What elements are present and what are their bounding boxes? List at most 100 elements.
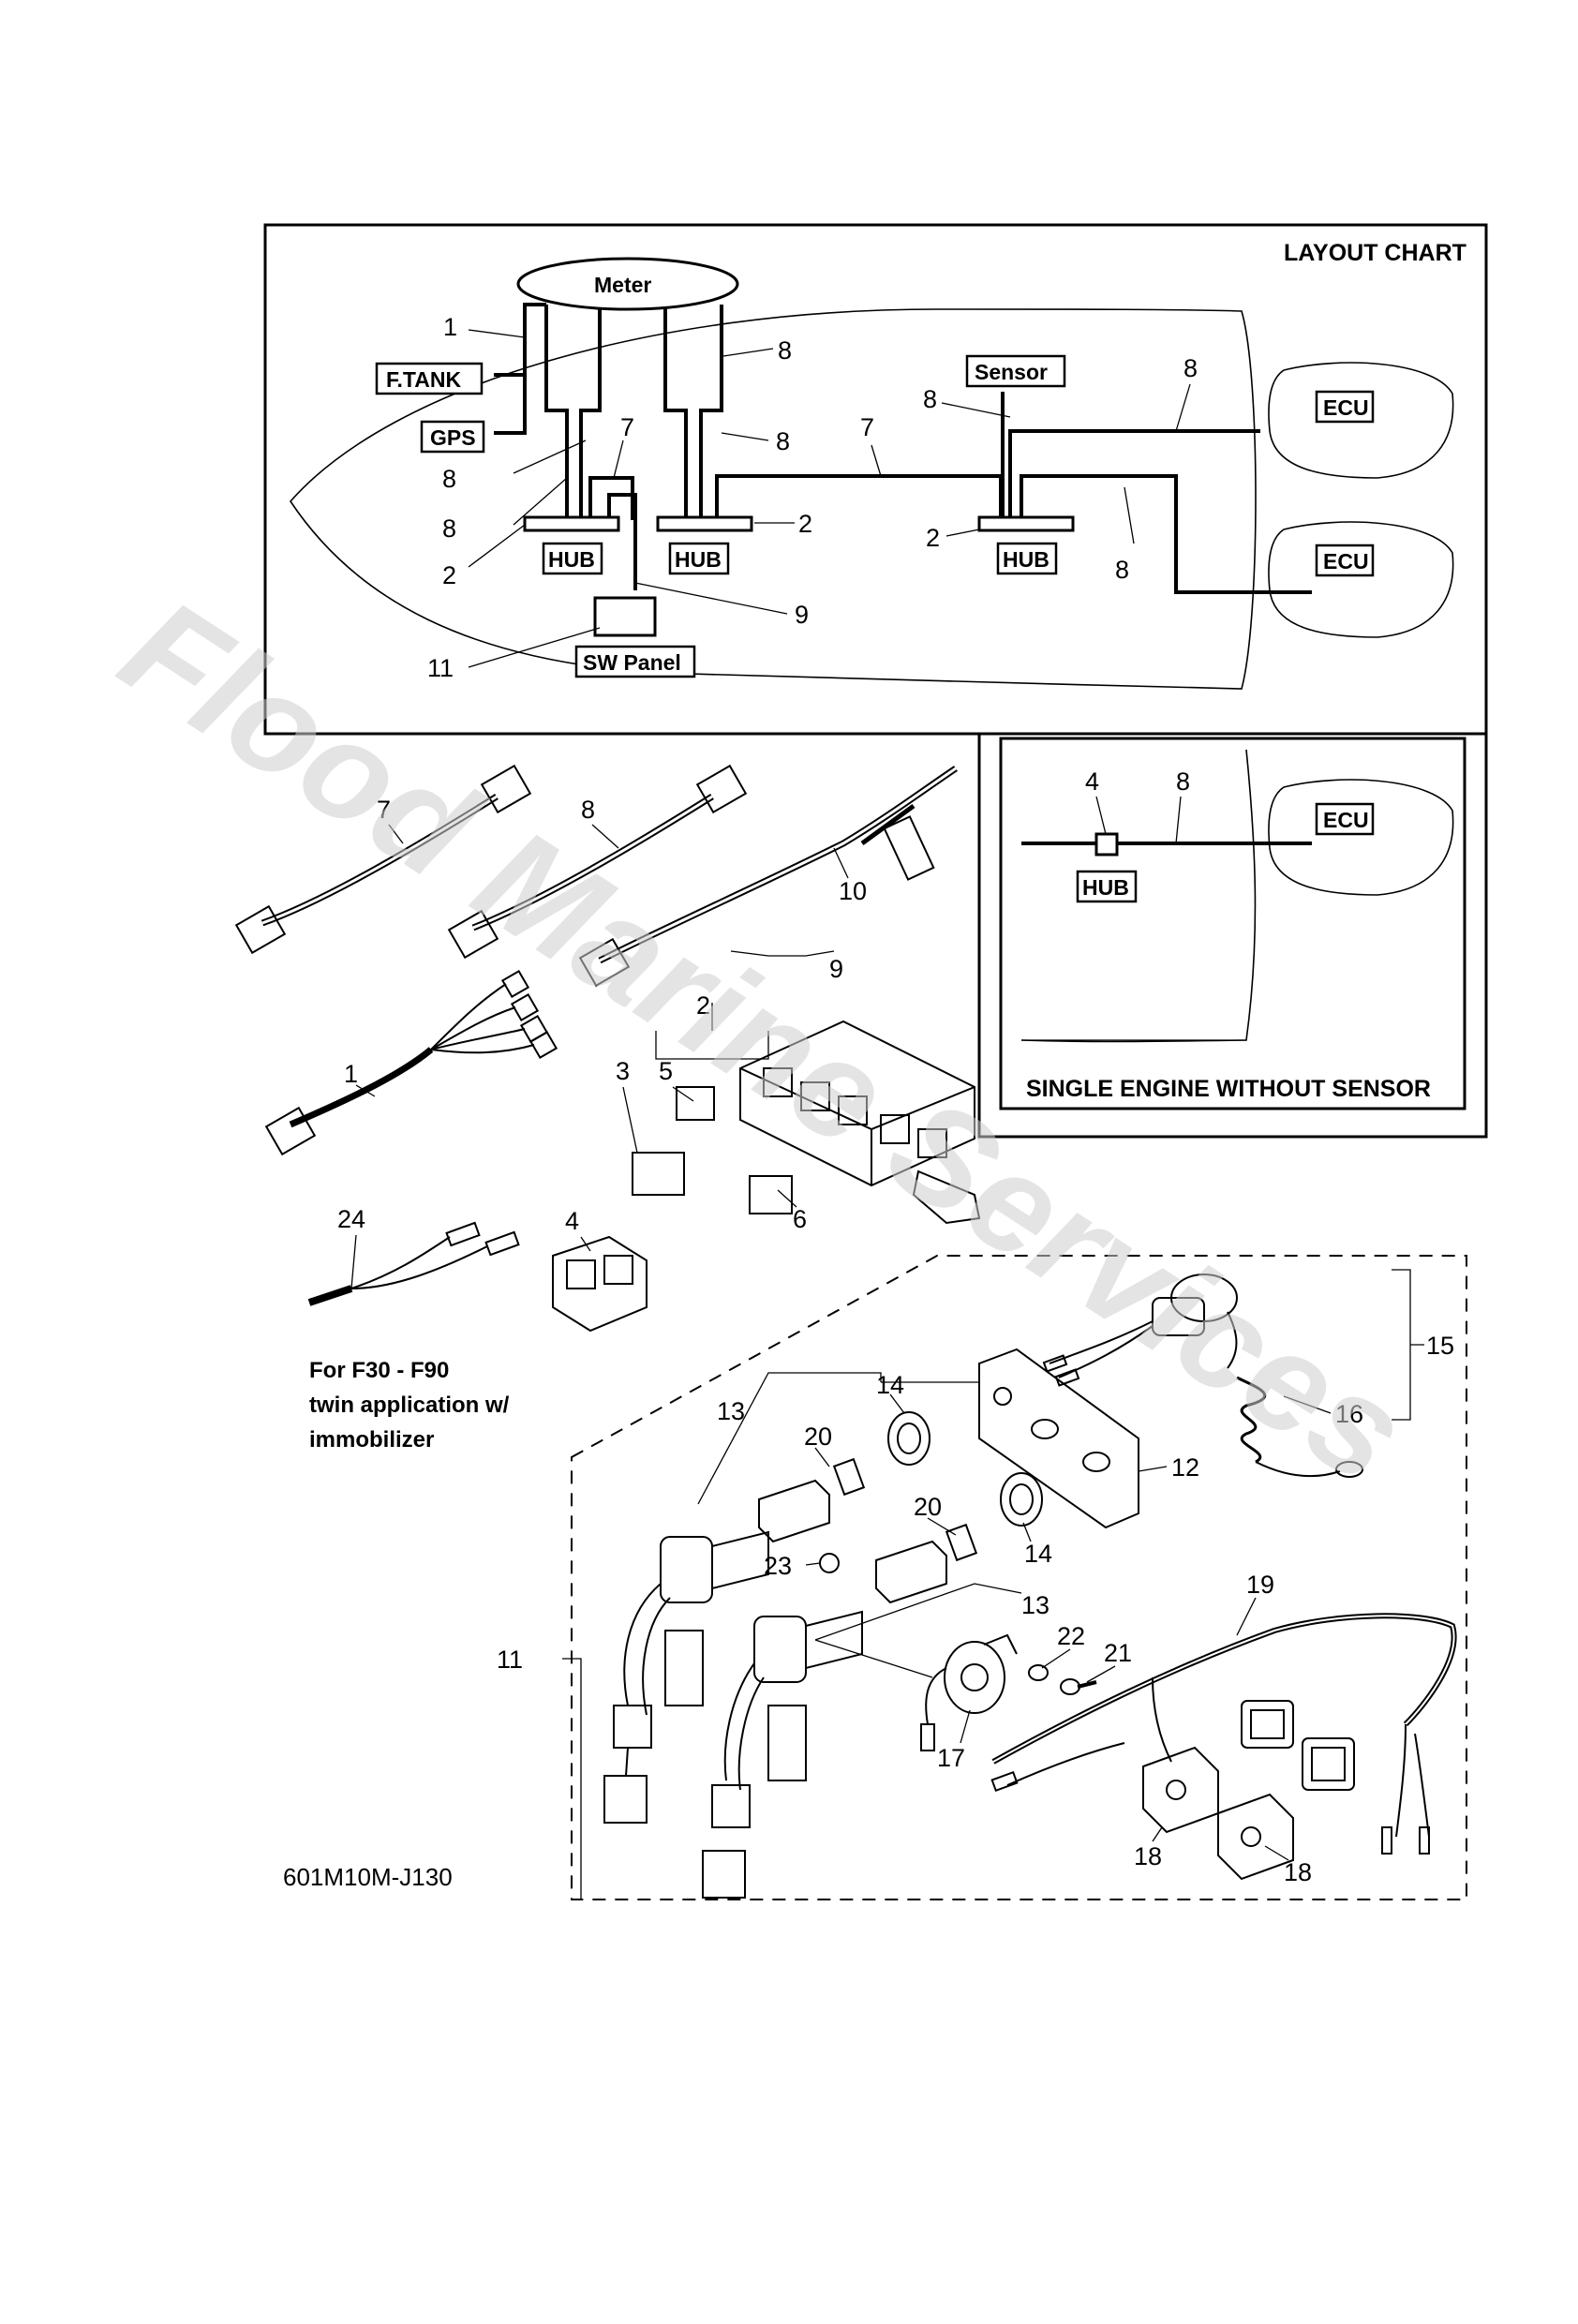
part-callout-9: 9 [829,955,843,983]
switch-assembly-upper [603,1530,769,1824]
lanyard-16 [1236,1376,1363,1478]
callout-8-f: 8 [1184,354,1198,382]
part-callout-5: 5 [659,1057,673,1085]
part-callout-10: 10 [839,877,867,905]
harness-8 [447,764,748,960]
parts-illustrations [234,764,1467,1900]
part-callout-14-b: 14 [1024,1540,1052,1568]
switch-assembly-lower [702,1610,863,1899]
part-callout-2: 2 [696,991,710,1020]
single-engine-ecu-box [1315,802,1375,836]
part-callout-13-a: 13 [717,1397,745,1425]
layout-chart-frame [263,223,1488,736]
part-callout-16: 16 [1335,1400,1363,1428]
part-callout-4: 4 [565,1207,579,1235]
dashed-group-frame [571,1255,1467,1900]
nut-23 [819,1553,840,1573]
sw-panel-small-box [593,596,657,637]
screw-21 [1060,1678,1097,1695]
single-engine-title: SINGLE ENGINE WITHOUT SENSOR [1026,1076,1431,1102]
meter-label: Meter [594,273,651,297]
single-engine-callout-4: 4 [1085,767,1099,796]
callout-8-c: 8 [442,514,456,543]
layout-chart-title: LAYOUT CHART [1284,240,1466,266]
hub-box-right [996,542,1058,575]
meter-ellipse [516,257,739,311]
single-engine-hull-edge [1020,749,1257,1043]
single-engine-callout-8: 8 [1176,767,1190,796]
relay-18-b [1217,1793,1294,1881]
ecu-box-lower [1315,544,1375,577]
sw-panel-box [574,645,696,678]
part-callout-18-b: 18 [1284,1858,1312,1886]
part-callout-14-a: 14 [876,1371,904,1399]
hub-bar-left [523,515,620,532]
ecu-label-lower: ECU [1323,549,1369,574]
cable-24 [307,1221,520,1306]
part-callout-24: 24 [337,1205,365,1233]
hub-box-center [668,542,730,575]
note-line-1: For F30 - F90 [309,1358,449,1383]
sensor-box [965,354,1066,388]
gps-label: GPS [430,425,476,450]
single-engine-ecu-label: ECU [1323,808,1369,832]
key-switch-15 [1042,1274,1238,1387]
hub-assembly-2 [739,1020,981,1225]
layout-chart: LAYOUT CHART Meter F.T [263,223,1488,736]
part-callout-17: 17 [937,1744,965,1772]
buzzer-17 [920,1633,1018,1751]
single-engine-hub-square [1094,832,1119,857]
panel-12 [978,1348,1139,1529]
wiring-lines [494,303,1312,594]
callout-2-a: 2 [442,561,456,589]
ftank-label: F.TANK [386,367,461,392]
sensor-label: Sensor [975,360,1048,384]
part-callout-8: 8 [581,796,595,824]
hub-bar-center [656,515,753,532]
part-callout-7: 7 [377,796,391,824]
part-callout-21: 21 [1104,1639,1132,1667]
callout-11: 11 [427,654,454,682]
ring-14-upper [887,1411,930,1466]
application-note: For F30 - F90 twin application w/ immobi… [309,1358,510,1452]
callout-leaders [468,329,1191,668]
callout-8-e: 8 [923,385,937,413]
engine-outline-lower [1268,521,1454,638]
engine-outline-upper [1268,362,1454,479]
harness-7 [234,764,532,955]
single-engine-outline [1268,779,1454,896]
connector-3 [632,1152,685,1196]
hub-label-left: HUB [548,547,595,572]
hub-box-left [542,542,603,575]
cap-5 [676,1086,715,1121]
note-line-2: twin application w/ [309,1393,510,1418]
part-callout-15: 15 [1426,1332,1454,1360]
bracket-20-upper [758,1457,866,1543]
single-engine-frame [999,737,1466,1110]
ftank-box [375,362,484,395]
harness-19 [990,1613,1457,1855]
ecu-box-upper [1315,390,1375,424]
single-engine-chart: HUB ECU 4 8 SINGLE ENGINE WITHOUT SENSOR [977,732,1488,1139]
single-engine-hub-label: HUB [1082,875,1129,900]
sw-panel-label: SW Panel [583,650,681,675]
ecu-label-upper: ECU [1323,395,1369,420]
hub-bar-right [977,515,1075,532]
part-callout-19: 19 [1246,1571,1274,1599]
note-line-3: immobilizer [309,1427,434,1452]
part-callout-6: 6 [793,1205,807,1233]
callout-2-c: 2 [926,524,940,552]
connector-19-a [1241,1700,1294,1749]
callout-8-a: 8 [778,336,792,365]
part-callout-23: 23 [764,1552,792,1580]
part-callout-1: 1 [344,1060,358,1088]
callout-7-a: 7 [620,413,634,441]
part-callout-11: 11 [497,1646,523,1674]
callout-8-g: 8 [1115,556,1129,584]
bracket-20-lower [875,1523,978,1604]
part-callout-22: 22 [1057,1622,1085,1650]
relay-18-a [1142,1746,1219,1834]
connector-19-b [1302,1737,1355,1791]
part-callout-20-a: 20 [804,1423,832,1451]
